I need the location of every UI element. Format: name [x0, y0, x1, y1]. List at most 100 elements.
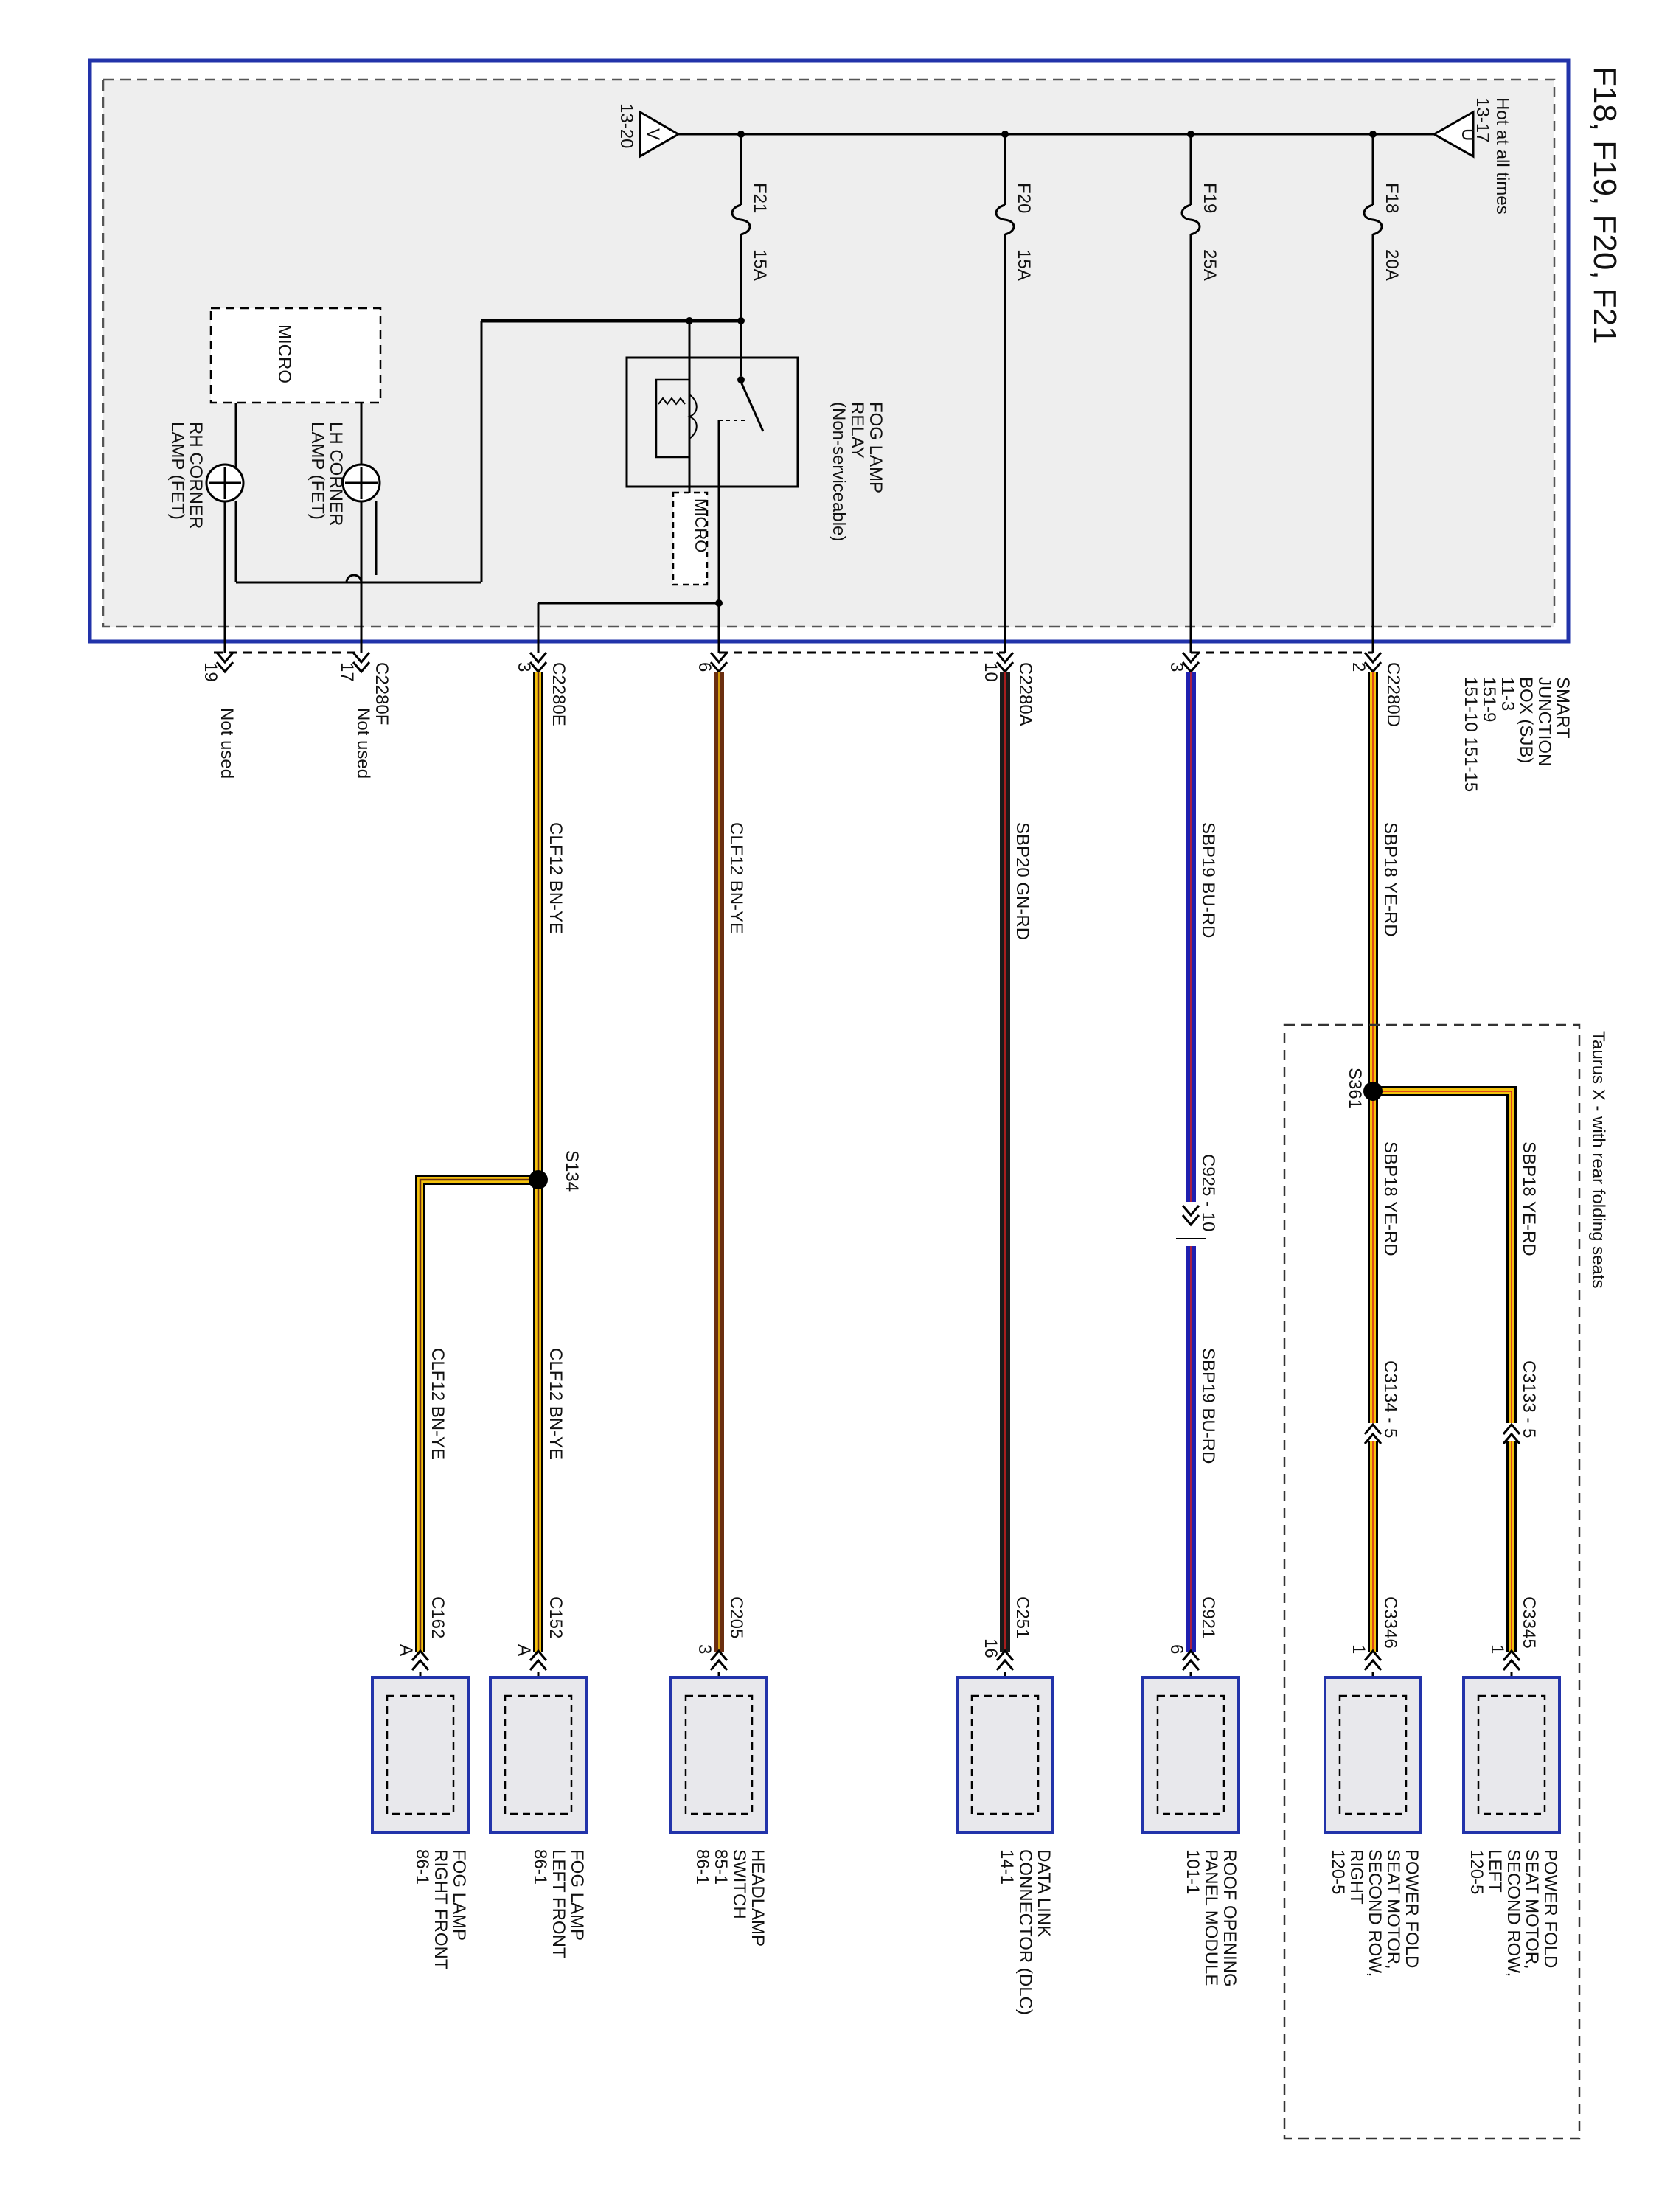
- label-clf12-right: CLF12 BN-YE: [428, 1348, 448, 1460]
- wire-clf12-fog: [415, 672, 543, 1652]
- headlamp-line3: 85-1: [711, 1849, 731, 1885]
- seat-right-line1: POWER FOLD: [1402, 1849, 1422, 1968]
- seat-right-line2: SEAT MOTOR,: [1383, 1849, 1403, 1969]
- label-clf12-headlamp: CLF12 BN-YE: [726, 822, 746, 934]
- wire-sbp18-branch: [1373, 1086, 1517, 1652]
- seat-left-line5: 120-5: [1467, 1849, 1486, 1894]
- lh-corner-label-2: LAMP (FET): [307, 422, 327, 520]
- hot-at-all-times: Hot at all times: [1492, 97, 1512, 215]
- splice-s361-dot: [1363, 1082, 1382, 1101]
- roof-line3: 101-1: [1183, 1849, 1203, 1894]
- pin-19: 19: [201, 662, 220, 682]
- inline-c3134: C3134 - 5: [1380, 1360, 1400, 1438]
- label-clf12-upper: CLF12 BN-YE: [546, 822, 566, 934]
- headlamp-line4: 86-1: [692, 1849, 712, 1885]
- seat-right-line4: RIGHT: [1346, 1849, 1366, 1905]
- comp-conn-c251: C251: [1012, 1596, 1032, 1638]
- component-seat-left: [1462, 1672, 1561, 1834]
- label-sbp19-upper: SBP19 BU-RD: [1198, 822, 1218, 938]
- fuse-f18-name: F18: [1382, 183, 1402, 213]
- label-sbp18-branch: SBP18 YE-RD: [1519, 1141, 1539, 1256]
- sjb-label-2: JUNCTION: [1534, 677, 1554, 766]
- fuse-f21-name: F21: [750, 183, 770, 213]
- pin-2: 2: [1349, 662, 1368, 672]
- comp-conn-c921: C921: [1198, 1596, 1218, 1638]
- page-title: F18, F19, F20, F21: [1587, 66, 1623, 344]
- seat-left-line3: SECOND ROW,: [1503, 1849, 1523, 1977]
- seat-left-line2: SEAT MOTOR,: [1522, 1849, 1542, 1969]
- taurus-x-option-box: [1283, 1023, 1581, 2140]
- fog-left-line2: LEFT FRONT: [549, 1849, 568, 1958]
- fuse-f19: [1180, 134, 1201, 653]
- pin-3e: 3: [514, 662, 534, 672]
- seat-right-line5: 120-5: [1328, 1849, 1348, 1894]
- relay-output: [537, 599, 723, 653]
- sjb-label-5: 151-9: [1479, 677, 1499, 722]
- component-seat-right: [1324, 1672, 1422, 1834]
- pin-3a: 3: [1166, 662, 1186, 672]
- seat-left-line1: POWER FOLD: [1540, 1849, 1560, 1968]
- fuse-f19-amps: 25A: [1200, 249, 1220, 281]
- corner-micro-label: MICRO: [274, 324, 294, 383]
- roof-line2: PANEL MODULE: [1201, 1849, 1221, 1986]
- fuse-f20: [995, 134, 1015, 653]
- not-used-19: Not used: [217, 708, 237, 779]
- fog-left-line3: 86-1: [530, 1849, 550, 1885]
- headlamp-line2: SWITCH: [729, 1849, 749, 1919]
- pin-6: 6: [695, 662, 714, 672]
- inline-c3133: C3133 - 5: [1519, 1360, 1539, 1438]
- splice-s361-label: S361: [1345, 1068, 1365, 1109]
- splice-s134-dot: [529, 1170, 548, 1189]
- conn-c2280e: C2280E: [549, 662, 568, 726]
- fuse-f21: [731, 134, 751, 376]
- comp-pin-c3345: 1: [1487, 1644, 1507, 1654]
- headlamp-line1: HEADLAMP: [748, 1849, 768, 1947]
- component-roof-panel-module: [1141, 1672, 1240, 1834]
- fog-right-line3: 86-1: [412, 1849, 432, 1885]
- conn-c2280f: C2280F: [372, 662, 392, 725]
- v-ref: 13-20: [616, 103, 636, 148]
- comp-conn-c3345: C3345: [1519, 1596, 1539, 1649]
- conn-c2280a: C2280A: [1015, 662, 1035, 726]
- lh-corner-label-1: LH CORNER: [326, 422, 346, 526]
- comp-pin-c251: 16: [981, 1638, 1001, 1658]
- comp-conn-c162: C162: [428, 1596, 448, 1638]
- comp-pin-c921: 6: [1166, 1644, 1186, 1654]
- component-headlamp-switch: [669, 1672, 768, 1834]
- comp-conn-c205: C205: [726, 1596, 746, 1638]
- taurus-x-note: Taurus X - with rear folding seats: [1588, 1031, 1608, 1289]
- sjb-label-4: 11-3: [1498, 677, 1517, 711]
- comp-pin-c162: A: [396, 1644, 416, 1656]
- dlc-line3: 14-1: [997, 1849, 1017, 1885]
- component-data-link-connector: [956, 1672, 1054, 1834]
- relay-micro-box: [672, 491, 709, 586]
- fog-lamp-relay: [625, 356, 799, 605]
- v-letter: V: [643, 128, 663, 140]
- sjb-label-1: SMART: [1553, 677, 1573, 739]
- fuse-f20-amps: 15A: [1014, 249, 1034, 281]
- label-sbp18-main: SBP18 YE-RD: [1380, 822, 1400, 937]
- rh-corner-lamp-fet: [205, 403, 245, 653]
- fog-right-line1: FOG LAMP: [449, 1849, 469, 1941]
- lh-corner-lamp-fet: [341, 403, 381, 653]
- label-sbp20: SBP20 GN-RD: [1012, 822, 1032, 940]
- component-fog-lamp-left: [489, 1672, 588, 1834]
- dlc-line1: DATA LINK: [1034, 1849, 1054, 1937]
- pin-17: 17: [337, 662, 357, 682]
- sjb-enclosure: [88, 58, 1571, 644]
- relay-label-2: RELAY: [847, 402, 867, 459]
- fog-left-line1: FOG LAMP: [567, 1849, 587, 1941]
- hot-source-symbol: [1431, 110, 1475, 159]
- fuse-f19-name: F19: [1200, 183, 1220, 213]
- inline-c925: C925 - 10: [1198, 1154, 1218, 1231]
- relay-label-3: (Non-serviceable): [829, 402, 849, 541]
- conn-c2280d: C2280D: [1383, 662, 1403, 727]
- hot-letter: U: [1458, 128, 1478, 141]
- splice-s134-label: S134: [562, 1150, 582, 1192]
- v-ref-symbol: [639, 110, 681, 159]
- relay-micro-label: MICRO: [692, 498, 710, 552]
- fuse-f18-amps: 20A: [1382, 249, 1402, 281]
- sjb-label-3: BOX (SJB): [1516, 677, 1536, 763]
- comp-pin-c152: A: [514, 1644, 534, 1656]
